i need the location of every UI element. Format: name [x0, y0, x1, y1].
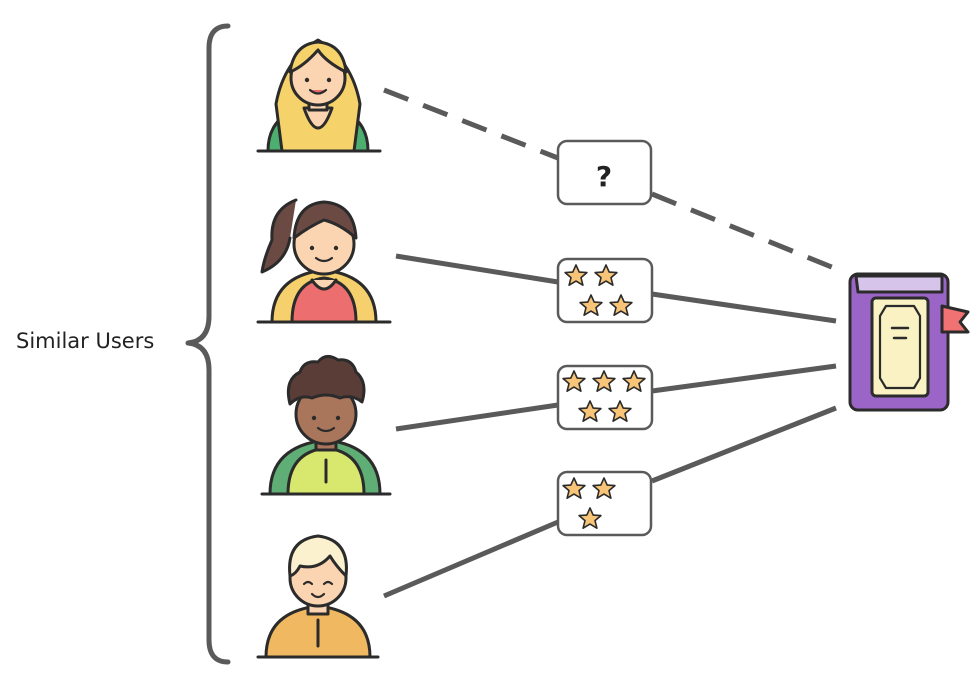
blonde-woman-avatar-icon	[256, 38, 382, 153]
connection-lines	[383, 87, 837, 599]
curly-hair-man-avatar-icon	[260, 355, 392, 496]
book-icon	[848, 272, 970, 412]
link-rating2-to-book	[651, 291, 837, 324]
group-brace	[185, 23, 231, 665]
unknown-rating-label: ?	[596, 160, 612, 193]
rating-box-5-stars	[556, 364, 654, 431]
link-rating3-to-book	[651, 363, 837, 394]
group-label: Similar Users	[16, 329, 155, 353]
rating-box-3-stars	[556, 470, 653, 537]
link-user2-to-rating	[395, 253, 559, 285]
link-user3-to-rating	[395, 402, 559, 432]
link-rating4-to-book	[651, 405, 837, 484]
rating-box-4-stars	[556, 257, 654, 324]
ponytail-woman-avatar-icon	[256, 198, 392, 324]
unknown-rating-box: ?	[556, 139, 653, 206]
blond-boy-avatar-icon	[256, 534, 380, 659]
link-user4-to-rating	[383, 519, 559, 599]
link-unknown-to-book	[651, 191, 835, 271]
link-user1-to-unknown	[383, 87, 559, 161]
